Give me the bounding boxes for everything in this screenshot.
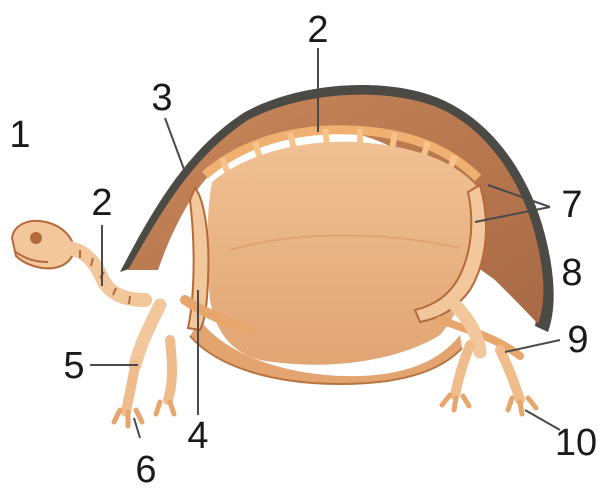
label-9: 9 [567, 319, 588, 361]
label-10: 10 [555, 422, 597, 464]
label-2-spine: 2 [307, 9, 328, 51]
label-5: 5 [63, 345, 84, 387]
label-1: 1 [9, 114, 30, 156]
label-8: 8 [561, 252, 582, 294]
label-6: 6 [135, 449, 156, 491]
label-7: 7 [561, 184, 582, 226]
label-3: 3 [151, 77, 172, 119]
label-4: 4 [187, 415, 208, 457]
label-2-neck: 2 [91, 182, 112, 224]
